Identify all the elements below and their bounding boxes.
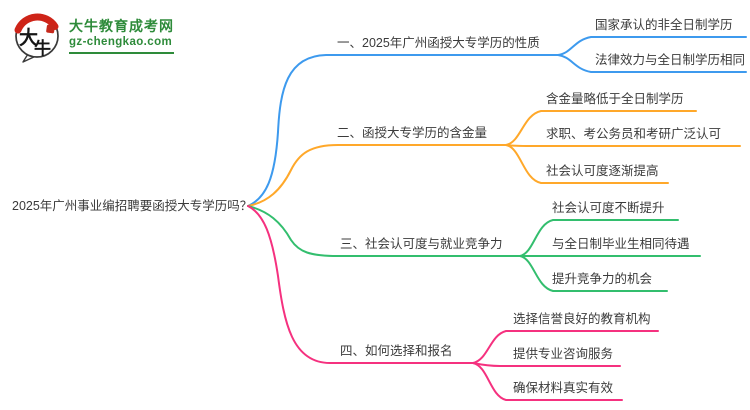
logo-text-block: 大牛教育成考网 gz-chengkao.com [69, 12, 174, 54]
branch1-child1-connector [557, 36, 747, 56]
branch1-child2-label: 法律效力与全日制学历相同 [595, 53, 746, 67]
branch2-child2-connector [505, 144, 741, 147]
branch3-child3-label: 提升竞争力的机会 [552, 272, 653, 286]
branch3-child1-connector [519, 219, 679, 257]
branch3-child1-label: 社会认可度不断提升 [552, 201, 665, 215]
logo-red-cap [14, 13, 59, 34]
site-logo: 大 牛 大牛教育成考网 gz-chengkao.com [13, 12, 174, 64]
root-topic: 2025年广州事业编招聘要函授大专学历吗？ [12, 199, 253, 213]
branch4-child2-connector [472, 362, 621, 367]
branch2-label: 二、函授大专学历的含金量 [337, 126, 488, 140]
branch4-label: 四、如何选择和报名 [340, 344, 453, 358]
site-domain: gz-chengkao.com [69, 35, 174, 54]
site-name: 大牛教育成考网 [69, 18, 174, 34]
branch2-child3-label: 社会认可度逐渐提高 [546, 164, 659, 178]
branch1-child1-label: 国家承认的非全日制学历 [595, 18, 733, 32]
logo-mark: 大 牛 [14, 13, 59, 63]
branch1-label: 一、2025年广州函授大专学历的性质 [337, 36, 540, 50]
branch4-child1-connector [472, 330, 659, 364]
branch3-label: 三、社会认可度与就业竞争力 [340, 237, 503, 251]
branch4-main-connector [247, 205, 474, 364]
branch4-child2-label: 提供专业咨询服务 [513, 347, 614, 361]
logo-char-da: 大 [19, 26, 38, 49]
branch4-child3-label: 确保材料真实有效 [513, 381, 614, 395]
logo-red-seal [46, 24, 55, 34]
branch2-child1-connector [505, 110, 697, 146]
branch1-child2-connector [557, 54, 747, 73]
branch4-child1-label: 选择信誉良好的教育机构 [513, 312, 651, 326]
branch4-child3-connector [472, 362, 623, 401]
branch3-main-connector [247, 205, 521, 257]
branch1-main-connector [247, 54, 559, 207]
branch2-main-connector [247, 144, 507, 207]
logo-char-niu: 牛 [34, 38, 51, 58]
branch2-child2-label: 求职、考公务员和考研广泛认可 [546, 127, 722, 141]
branch2-child1-label: 含金量略低于全日制学历 [546, 92, 684, 106]
branch3-child2-label: 与全日制毕业生相同待遇 [552, 237, 690, 251]
branch3-child3-connector [519, 255, 668, 292]
branch2-child3-connector [505, 144, 669, 184]
